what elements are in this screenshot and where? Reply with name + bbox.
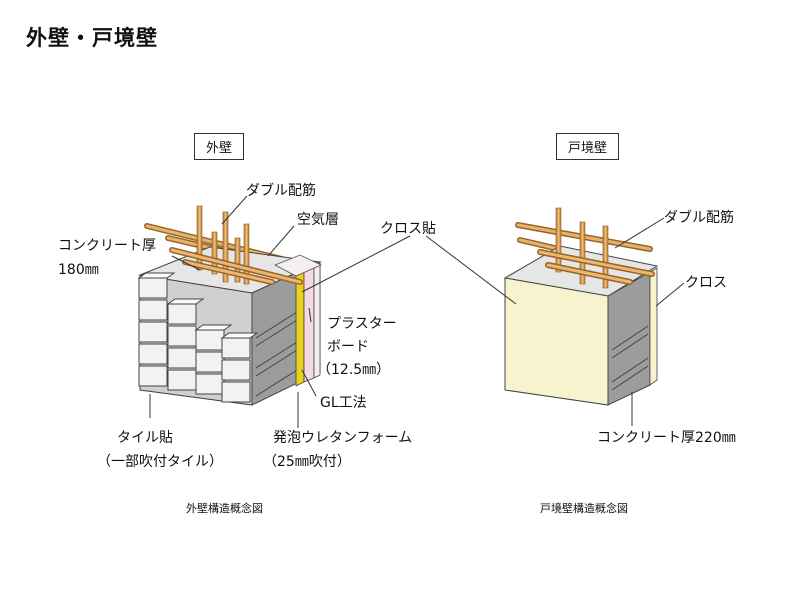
party-concrete-label: コンクリート厚220㎜: [597, 430, 736, 446]
party-leader-lines: [425, 217, 685, 426]
gl-method-label: GL工法: [320, 395, 367, 411]
exterior-section-tag: 外壁: [194, 133, 245, 160]
cloth-finish-label: クロス貼: [380, 221, 436, 237]
exterior-concrete-label: コンクリート厚: [58, 238, 156, 254]
tile-label: タイル貼: [117, 430, 173, 446]
urethane-foam-thickness: （25㎜吹付）: [263, 454, 351, 470]
party-cloth-label: クロス: [685, 275, 727, 291]
exterior-caption: 外壁構造概念図: [186, 502, 263, 515]
air-layer-label: 空気層: [297, 212, 339, 228]
exterior-rebar-label: ダブル配筋: [246, 183, 316, 199]
party-section-tag: 戸境壁: [556, 133, 620, 160]
urethane-foam-label: 発泡ウレタンフォーム: [273, 430, 413, 446]
exterior-concrete-thickness: 180㎜: [58, 262, 99, 278]
party-rebar-label: ダブル配筋: [664, 210, 734, 226]
party-wall-block: [503, 207, 659, 406]
tile-note: （一部吹付タイル）: [97, 454, 223, 470]
page-title: 外壁・戸境壁: [26, 26, 158, 50]
plaster-board-thickness: （12.5㎜）: [317, 362, 391, 378]
party-caption: 戸境壁構造概念図: [540, 502, 628, 515]
exterior-wall-block: [137, 205, 322, 406]
plaster-board-label: プラスター: [327, 316, 397, 332]
exterior-leader-lines: [149, 195, 411, 428]
plaster-board-label-2: ボード: [327, 339, 369, 355]
